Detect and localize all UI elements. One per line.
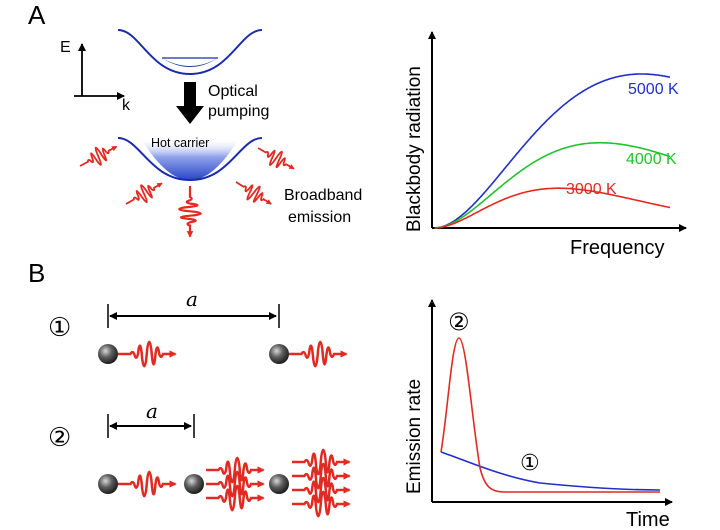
series-label-case1: ① <box>520 450 540 475</box>
emission-label-line1: Broadband <box>284 187 362 204</box>
conduction-band-top <box>117 29 263 76</box>
energy-momentum-axes <box>74 43 125 100</box>
axis-e-label: E <box>60 39 71 56</box>
emitter-atom <box>269 344 289 364</box>
emission-curve-case1 <box>440 451 661 491</box>
series-label-case2: ② <box>448 309 470 336</box>
case2-marker: ② <box>48 422 71 452</box>
emitter-atom <box>269 474 289 494</box>
hot-carrier-label: Hot carrier <box>151 136 209 150</box>
case1-marker: ① <box>48 312 71 342</box>
legend-4000k: 4000 K <box>626 151 677 168</box>
emission-curve-case2 <box>440 337 660 493</box>
emission-label-line2: emission <box>288 209 351 226</box>
band-fill-hot <box>140 138 240 180</box>
spacing-label-case1: a <box>186 287 198 311</box>
blackbody-xlabel: Frequency <box>570 237 665 259</box>
emitter-atom <box>184 474 204 494</box>
blackbody-curve-3000k <box>434 187 671 229</box>
emission-rate-chart <box>428 299 673 506</box>
pumping-label-line2: pumping <box>208 103 269 120</box>
spacing-bracket-case2 <box>107 414 195 438</box>
pumping-label-line1: Optical <box>208 83 258 100</box>
spacing-bracket-case1 <box>107 304 280 328</box>
panel-b-label: B <box>28 258 45 288</box>
legend-3000k: 3000 K <box>566 181 617 198</box>
band-fill-cold <box>162 58 218 67</box>
pumping-arrow <box>176 82 204 124</box>
panel-a-label: A <box>28 0 46 30</box>
emission-ylabel: Emission rate <box>404 379 425 494</box>
blackbody-chart <box>428 31 687 232</box>
emitter-atom <box>98 474 118 494</box>
conduction-band-bottom <box>117 137 263 182</box>
blackbody-curve-5000k <box>434 73 671 229</box>
blackbody-curve-4000k <box>434 141 671 229</box>
axis-k-label: k <box>122 97 131 114</box>
emitter-atom <box>98 344 118 364</box>
legend-5000k: 5000 K <box>628 81 679 98</box>
spacing-label-case2: a <box>146 399 158 423</box>
emission-xlabel: Time <box>626 509 670 530</box>
blackbody-ylabel: Blackbody radiation <box>404 66 425 232</box>
